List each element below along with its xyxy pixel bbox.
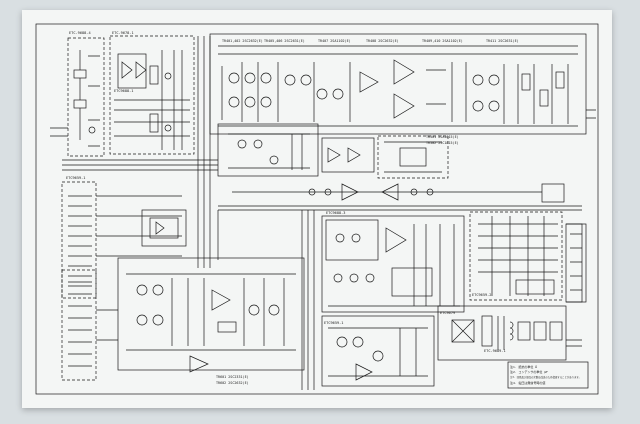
note-transistor-8: TR502 2SC1815(E) <box>426 141 459 145</box>
board-etc9659-1-left <box>61 181 187 299</box>
note-transistor-10: TR602 2SC2632(E) <box>216 381 249 385</box>
note-transistor-1: TR401,402 2SC2632(E) <box>222 39 263 43</box>
note-transistor-4: TR408 2SC2632(E) <box>366 39 399 43</box>
board-etc9688-3 <box>321 215 465 313</box>
board-etc9688-1 <box>209 33 596 135</box>
signal-path-middle <box>218 183 582 211</box>
board-bottom-left <box>61 257 305 381</box>
footnote-line-4: 注4. 電圧は無信号時の値 <box>510 380 545 385</box>
label-board-8: ETC-9689-1 <box>484 349 506 353</box>
board-etc9688-4 <box>50 37 105 157</box>
label-board-9: ETC9659-2 <box>472 293 491 297</box>
label-board-2: ETC-9678-1 <box>112 31 134 35</box>
board-etc9659-1-bottom <box>321 315 435 387</box>
footnote-line-2: 注2. コンデンサの単位 μF <box>510 369 548 374</box>
note-transistor-3: TR407 2SA1102(E) <box>318 39 351 43</box>
footnote-line-1: 注1. 抵抗の単位 Ω <box>510 364 537 369</box>
footnote-box <box>507 361 589 389</box>
board-etc9678-1 <box>109 35 195 155</box>
board-middle-center <box>217 123 449 179</box>
note-transistor-9: TR601 2SC2331(E) <box>216 375 249 379</box>
schematic-drawing: ETC-9688-4 ETC-9678-1 ETC9688-1 ETC9659-… <box>35 23 599 395</box>
bus-lines-left <box>62 36 218 268</box>
label-board-4: ETC9659-1 <box>66 176 85 180</box>
label-board-1: ETC-9688-4 <box>69 31 91 35</box>
note-transistor-6: TR411 2SC2631(E) <box>486 39 519 43</box>
board-etc9659-2 <box>469 211 587 303</box>
frame-border <box>35 23 599 395</box>
note-transistor-2: TR405,406 2SC2631(E) <box>264 39 305 43</box>
board-etc9679-power <box>437 305 582 361</box>
label-board-3: ETC9688-1 <box>114 89 133 93</box>
note-transistor-5: TR409,410 2SA1102(E) <box>422 39 463 43</box>
footnote-line-3: 注3. 回路及び部品の定数は改良のため変更することがあります。 <box>510 375 581 379</box>
label-board-6: ETC9659-1 <box>324 321 343 325</box>
schematic-sheet: ETC-9688-4 ETC-9678-1 ETC9688-1 ETC9659-… <box>22 10 612 408</box>
note-transistor-7: TR501 2SA1015(E) <box>426 135 459 139</box>
label-board-7: ETC9679 <box>440 311 455 315</box>
label-board-5: ETC9688-3 <box>326 211 345 215</box>
bus-lines-center <box>217 210 315 390</box>
